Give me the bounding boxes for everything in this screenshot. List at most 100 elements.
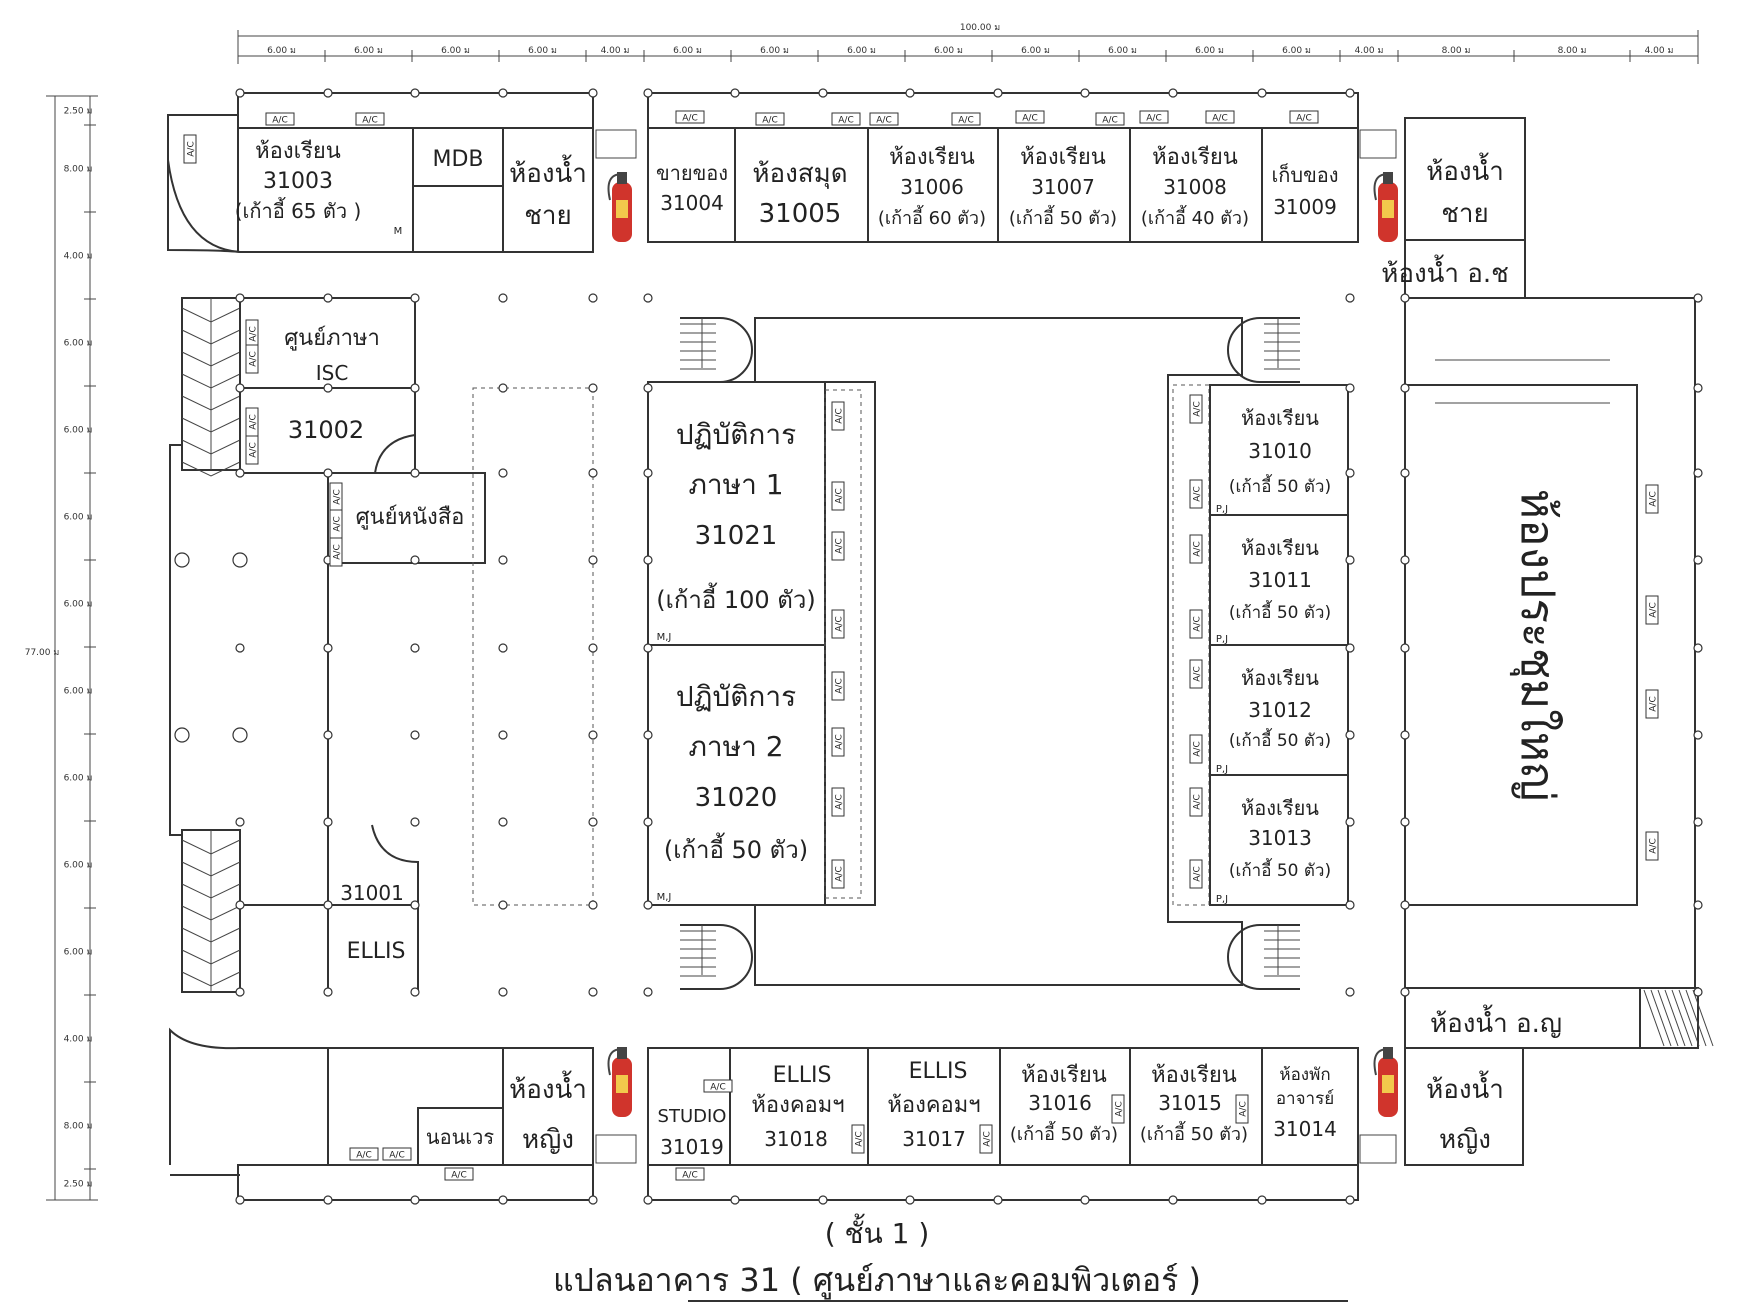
svg-text:A/C: A/C bbox=[249, 326, 259, 341]
svg-text:M,J: M,J bbox=[657, 632, 672, 643]
dimension-label: 6.00 ม bbox=[1282, 46, 1311, 56]
svg-text:A/C: A/C bbox=[1649, 838, 1659, 853]
dimension-label: 6.00 ม bbox=[64, 774, 93, 784]
dimension-label: 6.00 ม bbox=[1021, 46, 1050, 56]
svg-text:A/C: A/C bbox=[835, 538, 845, 553]
dimension-label: 2.50 ม bbox=[64, 107, 93, 117]
svg-text:A/C: A/C bbox=[389, 1151, 404, 1161]
svg-text:ภาษา 2: ภาษา 2 bbox=[688, 730, 783, 763]
dimension-label: 6.00 ม bbox=[760, 46, 789, 56]
dimension-label: 6.00 ม bbox=[267, 46, 296, 56]
svg-text:P,J: P,J bbox=[1216, 504, 1228, 515]
svg-text:ภาษา 1: ภาษา 1 bbox=[688, 468, 783, 501]
svg-text:ISC: ISC bbox=[316, 361, 349, 385]
room-31003: ห้องเรียน 31003 (เก้าอี้ 65 ตัว ) M bbox=[235, 139, 403, 237]
svg-text:A/C: A/C bbox=[356, 1151, 371, 1161]
svg-text:A/C: A/C bbox=[835, 734, 845, 749]
room-toilet-male-2: ห้องน้ำ ชาย bbox=[1426, 152, 1504, 229]
svg-text:M: M bbox=[394, 226, 403, 237]
room-main-hall: ห้องประชุมใหญ่ bbox=[1509, 489, 1565, 802]
svg-text:A/C: A/C bbox=[1212, 114, 1227, 124]
svg-text:(เก้าอี้ 50 ตัว): (เก้าอี้ 50 ตัว) bbox=[1010, 1121, 1118, 1145]
room-mdb: MDB bbox=[432, 147, 483, 172]
svg-text:ห้องเรียน: ห้องเรียน bbox=[889, 145, 975, 170]
svg-text:31008: 31008 bbox=[1163, 175, 1227, 199]
dimension-label: 8.00 ม bbox=[1558, 46, 1587, 56]
svg-text:31019: 31019 bbox=[660, 1135, 724, 1159]
dimension-label: 8.00 ม bbox=[64, 1122, 93, 1132]
svg-text:(เก้าอี้ 50 ตัว): (เก้าอี้ 50 ตัว) bbox=[1229, 728, 1331, 751]
svg-text:(เก้าอี้ 40 ตัว): (เก้าอี้ 40 ตัว) bbox=[1141, 205, 1249, 229]
svg-text:A/C: A/C bbox=[835, 488, 845, 503]
svg-text:ห้องเรียน: ห้องเรียน bbox=[1241, 406, 1319, 430]
dimension-label: 6.00 ม bbox=[673, 46, 702, 56]
ac-units: A/C A/C A/C A/C A/C A/C A/C A/C A/C A/C A/C A/C A/C A… bbox=[183, 110, 1659, 1181]
svg-text:31013: 31013 bbox=[1248, 826, 1312, 850]
room-31008: ห้องเรียน 31008 (เก้าอี้ 40 ตัว) bbox=[1141, 145, 1249, 229]
svg-text:31021: 31021 bbox=[695, 521, 778, 551]
svg-text:ห้องน้ำ: ห้องน้ำ bbox=[1426, 1070, 1504, 1105]
svg-text:อาจารย์: อาจารย์ bbox=[1276, 1089, 1334, 1109]
svg-text:ห้องเรียน: ห้องเรียน bbox=[1241, 666, 1319, 690]
room-isc: ศูนย์ภาษา ISC bbox=[284, 326, 380, 385]
dimension-label: 4.00 ม bbox=[1355, 46, 1384, 56]
dimension-label: 8.00 ม bbox=[64, 165, 93, 175]
svg-text:A/C: A/C bbox=[362, 116, 377, 126]
svg-text:A/C: A/C bbox=[249, 351, 259, 366]
svg-text:31010: 31010 bbox=[1248, 439, 1312, 463]
svg-text:ห้องคอมฯ: ห้องคอมฯ bbox=[887, 1093, 980, 1118]
dimension-label: 6.00 ม bbox=[64, 861, 93, 871]
svg-text:A/C: A/C bbox=[1193, 401, 1203, 416]
svg-text:31009: 31009 bbox=[1273, 195, 1337, 219]
svg-text:A/C: A/C bbox=[1102, 116, 1117, 126]
svg-text:A/C: A/C bbox=[333, 544, 343, 559]
dimension-label: 4.00 ม bbox=[64, 1035, 93, 1045]
svg-text:ELLIS: ELLIS bbox=[347, 939, 406, 964]
svg-text:A/C: A/C bbox=[1022, 114, 1037, 124]
dimension-label: 6.00 ม bbox=[1108, 46, 1137, 56]
svg-text:A/C: A/C bbox=[1649, 696, 1659, 711]
svg-text:31012: 31012 bbox=[1248, 698, 1312, 722]
svg-text:A/C: A/C bbox=[835, 616, 845, 631]
svg-text:ELLIS: ELLIS bbox=[909, 1059, 968, 1084]
svg-text:31004: 31004 bbox=[660, 191, 724, 215]
svg-text:P,J: P,J bbox=[1216, 894, 1228, 905]
floor-caption: ( ชั้น 1 ) bbox=[824, 1217, 930, 1250]
svg-text:ปฏิบัติการ: ปฏิบัติการ bbox=[676, 680, 796, 713]
svg-text:ห้องสมุด: ห้องสมุด bbox=[752, 159, 847, 189]
svg-text:(เก้าอี้ 50 ตัว): (เก้าอี้ 50 ตัว) bbox=[664, 832, 808, 864]
svg-text:A/C: A/C bbox=[835, 794, 845, 809]
svg-text:A/C: A/C bbox=[835, 408, 845, 423]
svg-text:31005: 31005 bbox=[759, 199, 842, 229]
room-31002: 31002 bbox=[288, 416, 364, 444]
svg-text:A/C: A/C bbox=[187, 141, 197, 156]
svg-text:ELLIS: ELLIS bbox=[773, 1063, 832, 1088]
fire-extinguisher-icon bbox=[1373, 172, 1398, 242]
svg-text:A/C: A/C bbox=[838, 116, 853, 126]
svg-text:31003: 31003 bbox=[263, 169, 333, 194]
svg-text:P,J: P,J bbox=[1216, 764, 1228, 775]
svg-text:ห้องน้ำ: ห้องน้ำ bbox=[509, 154, 587, 189]
room-book-center: ศูนย์หนังสือ bbox=[356, 505, 465, 530]
dimension-label: 6.00 ม bbox=[354, 46, 383, 56]
svg-text:31006: 31006 bbox=[900, 175, 964, 199]
svg-text:31015: 31015 bbox=[1158, 1091, 1222, 1115]
svg-text:31018: 31018 bbox=[764, 1127, 828, 1151]
svg-text:ห้องเรียน: ห้องเรียน bbox=[1021, 1063, 1107, 1088]
svg-text:M,J: M,J bbox=[657, 892, 672, 903]
svg-text:ชาย: ชาย bbox=[1441, 199, 1488, 229]
fire-extinguisher-icon bbox=[607, 172, 632, 242]
svg-text:ห้องน้ำ: ห้องน้ำ bbox=[509, 1070, 587, 1105]
svg-text:31014: 31014 bbox=[1273, 1117, 1337, 1141]
svg-text:A/C: A/C bbox=[1193, 666, 1203, 681]
svg-text:A/C: A/C bbox=[1296, 114, 1311, 124]
svg-text:เก็บของ: เก็บของ bbox=[1271, 162, 1338, 187]
svg-text:A/C: A/C bbox=[249, 414, 259, 429]
svg-text:(เก้าอี้ 50 ตัว): (เก้าอี้ 50 ตัว) bbox=[1140, 1121, 1248, 1145]
svg-text:A/C: A/C bbox=[451, 1171, 466, 1181]
svg-text:A/C: A/C bbox=[1115, 1101, 1125, 1116]
svg-text:(เก้าอี้ 50 ตัว): (เก้าอี้ 50 ตัว) bbox=[1229, 600, 1331, 623]
dimension-label: 4.00 ม bbox=[601, 46, 630, 56]
structural-columns bbox=[174, 88, 1703, 1205]
